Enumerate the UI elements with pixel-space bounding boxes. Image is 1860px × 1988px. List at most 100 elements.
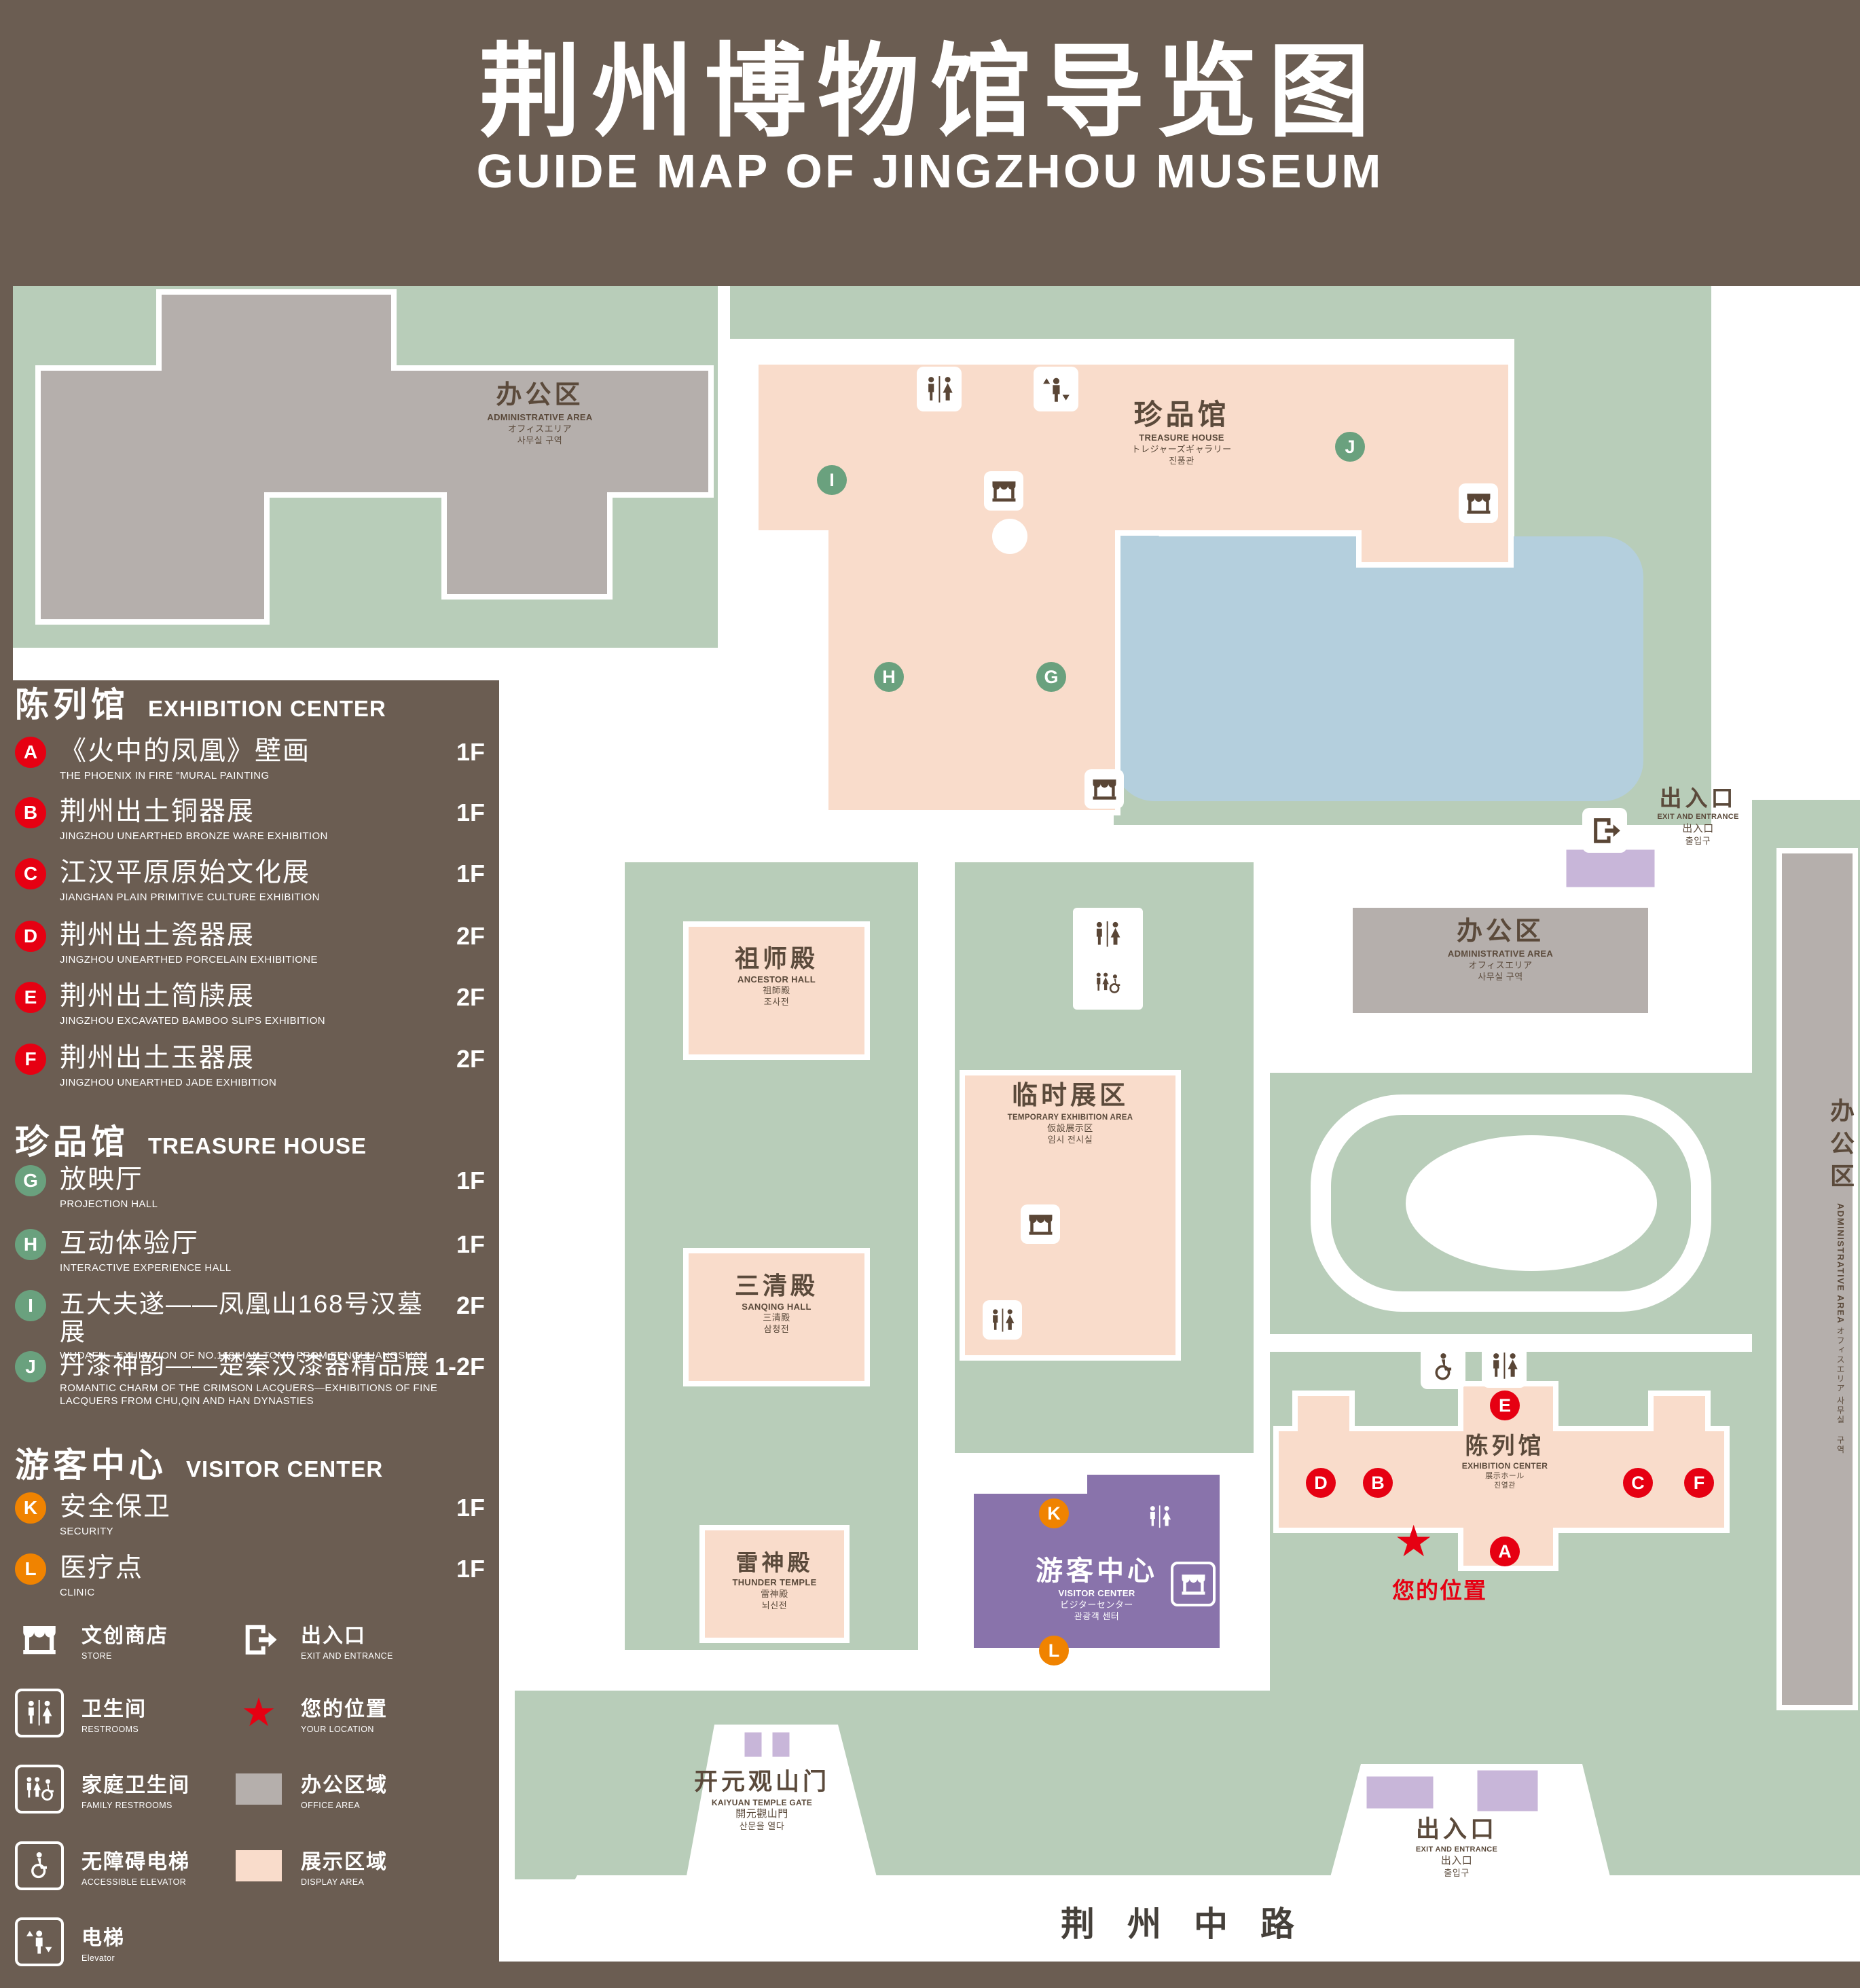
- legend-section-treasure: 珍品馆 TREASURE HOUSE: [15, 1123, 367, 1161]
- treasure-house-building: [753, 359, 1514, 815]
- store-icon: [1021, 1204, 1060, 1244]
- marker-badge-A: A: [15, 737, 46, 768]
- restrooms-icon: [15, 1689, 64, 1737]
- garden-pond: [1406, 1135, 1657, 1271]
- legend-symbol-office-area: 办公区域 OFFICE AREA: [234, 1765, 388, 1814]
- thunder-temple-building: [699, 1525, 850, 1643]
- accessible-elevator-icon: [1421, 1344, 1465, 1389]
- marker-badge-E: E: [15, 982, 46, 1013]
- marker-F: F: [1684, 1468, 1714, 1498]
- exit-icon: [234, 1615, 283, 1664]
- marker-A: A: [1490, 1536, 1520, 1566]
- legend-symbol-restrooms: 卫生间 RESTROOMS: [15, 1689, 147, 1737]
- legend-item-C: C 江汉平原原始文化展 JIANGHAN PLAIN PRIMITIVE CUL…: [15, 858, 490, 904]
- entrance-pads: [741, 846, 1658, 1815]
- display-area-swatch: [234, 1841, 283, 1890]
- legend-symbol-display-area: 展示区域 DISPLAY AREA: [234, 1841, 388, 1890]
- store-icon: [1084, 769, 1124, 809]
- page-title: 荆州博物馆导览图: [479, 35, 1381, 149]
- your-location-label: 您的位置: [1392, 1578, 1487, 1603]
- legend-symbol-family-restrooms: 家庭卫生间 FAMILY RESTROOMS: [15, 1765, 190, 1814]
- legend-item-A: A 《火中的凤凰》壁画 THE PHOENIX IN FIRE "MURAL P…: [15, 737, 490, 782]
- legend-symbol-accessible-elevator: 无障碍电梯 ACCESSIBLE ELEVATOR: [15, 1841, 190, 1890]
- label-exit-northeast: 出入口 EXIT AND ENTRANCE 出入口 출입구: [1657, 786, 1739, 846]
- marker-badge-I: I: [15, 1290, 46, 1321]
- marker-badge-J: J: [15, 1351, 46, 1382]
- legend-section-visitor: 游客中心 VISITOR CENTER: [15, 1446, 384, 1484]
- marker-badge-D: D: [15, 921, 46, 952]
- elevator-icon: [15, 1917, 64, 1966]
- marker-I: I: [817, 465, 847, 495]
- marker-B: B: [1363, 1468, 1393, 1498]
- marker-K: K: [1039, 1498, 1069, 1528]
- legend-symbol-exit: 出入口 EXIT AND ENTRANCE: [234, 1615, 393, 1664]
- plaza-circle: [992, 519, 1027, 554]
- label-visitor-center: 游客中心 VISITOR CENTER ビジターセンター 관광객 센터: [1036, 1556, 1158, 1621]
- admin-building-ne: [1347, 902, 1654, 1018]
- exhibition-center-building: [1273, 1381, 1730, 1571]
- marker-badge-H: H: [15, 1229, 46, 1260]
- marker-badge-K: K: [15, 1492, 46, 1524]
- road-jingzhou-middle: [530, 1875, 1860, 1962]
- marker-badge-G: G: [15, 1165, 46, 1196]
- legend-symbol-your-location: ★ 您的位置 YOUR LOCATION: [234, 1689, 388, 1737]
- marker-H: H: [874, 662, 904, 692]
- legend-item-G: G 放映厅 PROJECTION HALL 1F: [15, 1165, 490, 1211]
- garden-loop-path: [1311, 1094, 1711, 1312]
- legend-symbol-elevator: 电梯 Elevator: [15, 1917, 125, 1966]
- label-admin-east: 办公区 ADMINISTRATIVE AREA オフィスエリア 사무실 구역: [1827, 1098, 1855, 1455]
- restrooms-icon: [917, 367, 962, 411]
- your-location-star-icon: ★: [241, 1691, 276, 1735]
- store-icon: [984, 471, 1023, 511]
- admin-building-nw: [35, 289, 714, 625]
- legend-item-H: H 互动体验厅 INTERACTIVE EXPERIENCE HALL 1F: [15, 1229, 490, 1274]
- office-area-swatch: [234, 1765, 283, 1814]
- label-temporary-exhibition: 临时展区 TEMPORARY EXHIBITION AREA 仮設展示区 임시 …: [1007, 1082, 1133, 1145]
- label-exit-south: 出入口 EXIT AND ENTRANCE 出入口 출입구: [1415, 1816, 1498, 1879]
- label-ancestor-hall: 祖师殿 ANCESTOR HALL 祖師殿 조사전: [734, 944, 818, 1008]
- marker-L: L: [1039, 1636, 1069, 1665]
- label-admin-ne: 办公区 ADMINISTRATIVE AREA オフィスエリア 사무실 구역: [1447, 917, 1554, 982]
- label-thunder-temple: 雷神殿 THUNDER TEMPLE 雷神殿 뇌신전: [732, 1550, 817, 1611]
- restroom-building: [1073, 908, 1143, 1010]
- marker-J: J: [1335, 432, 1365, 462]
- marker-C: C: [1623, 1468, 1653, 1498]
- legend-item-F: F 荆州出土玉器展 JINGZHOU UNEARTHED JADE EXHIBI…: [15, 1044, 490, 1089]
- label-sanqing-hall: 三清殿 SANQING HALL 三清殿 삼청전: [734, 1272, 818, 1335]
- legend-item-B: B 荆州出土铜器展 JINGZHOU UNEARTHED BRONZE WARE…: [15, 797, 490, 843]
- sanqing-hall-building: [683, 1248, 870, 1386]
- legend-item-J: J 丹漆神韵——楚秦汉漆器精品展 ROMANTIC CHARM OF THE C…: [15, 1351, 490, 1408]
- your-location-star-icon: ★: [1394, 1517, 1434, 1566]
- path-northwest: [13, 642, 718, 680]
- label-kaiyuan-gate: 开元观山门 KAIYUAN TEMPLE GATE 開元觀山門 산문을 열다: [693, 1769, 830, 1832]
- label-road: 荆州中路: [1061, 1905, 1327, 1943]
- restrooms-icon: [1086, 913, 1129, 956]
- store-icon: [1459, 483, 1498, 523]
- restrooms-icon: [1482, 1343, 1527, 1388]
- marker-badge-B: B: [15, 797, 46, 828]
- store-icon: [1171, 1562, 1216, 1606]
- admin-building-east: [1776, 848, 1858, 1710]
- legend-item-K: K 安全保卫 SECURITY 1F: [15, 1492, 490, 1538]
- legend-symbol-store: 文创商店 STORE: [15, 1615, 168, 1664]
- restrooms-icon: [1141, 1498, 1179, 1536]
- ancestor-hall-building: [683, 921, 870, 1060]
- legend-item-D: D 荆州出土瓷器展 JINGZHOU UNEARTHED PORCELAIN E…: [15, 921, 490, 966]
- marker-badge-C: C: [15, 858, 46, 889]
- gate-plaza: [686, 1725, 877, 1879]
- store-icon: [15, 1615, 64, 1664]
- pond: [1035, 533, 1643, 801]
- marker-badge-L: L: [15, 1553, 46, 1585]
- legend-item-I: I 五大夫遂——凤凰山168号汉墓展 WUDAFU—EXHIBITION OF …: [15, 1290, 490, 1363]
- restrooms-icon: [983, 1300, 1022, 1340]
- marker-D: D: [1306, 1468, 1336, 1498]
- label-admin-nw: 办公区 ADMINISTRATIVE AREA オフィスエリア 사무실 구역: [487, 381, 593, 445]
- label-treasure-house: 珍品馆 TREASURE HOUSE トレジャーズギャラリー 진품관: [1131, 399, 1232, 466]
- marker-G: G: [1036, 662, 1066, 692]
- family-restroom-icon: [1089, 964, 1127, 1002]
- elevator-icon: [1034, 367, 1078, 411]
- page-subtitle: GUIDE MAP OF JINGZHOU MUSEUM: [476, 145, 1384, 198]
- marker-E: E: [1490, 1391, 1520, 1420]
